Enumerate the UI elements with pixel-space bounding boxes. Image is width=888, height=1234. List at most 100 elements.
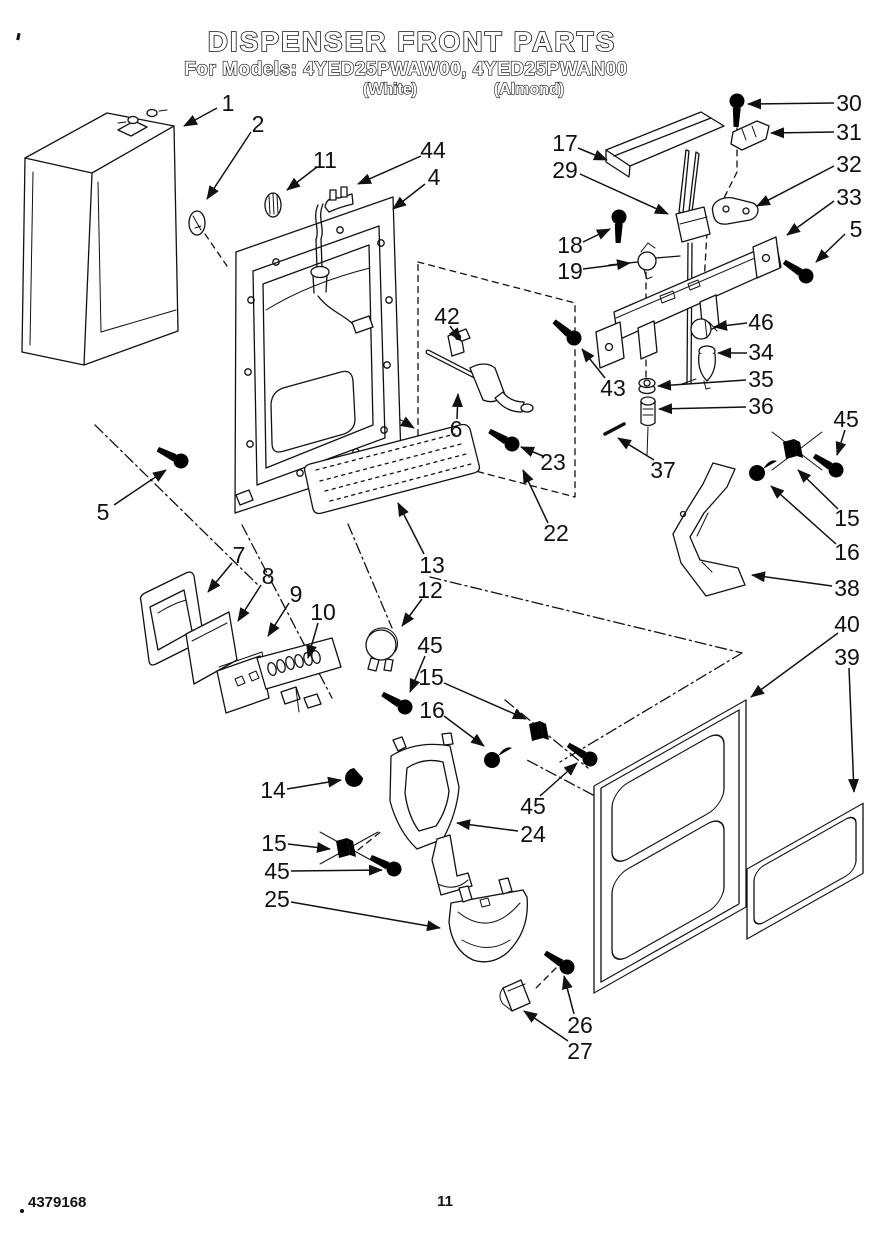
diagram-footer: 4379168 11 bbox=[16, 32, 453, 1213]
callout-number-10: 10 bbox=[310, 599, 336, 625]
part-32-actuator-cam bbox=[711, 197, 759, 225]
callout-number-7: 7 bbox=[233, 542, 246, 568]
part-43-screw bbox=[549, 315, 585, 349]
callout-number-45: 45 bbox=[417, 632, 443, 658]
part-34-bulb bbox=[698, 345, 716, 390]
callout-leader-15 bbox=[797, 469, 839, 510]
callout-leader-25 bbox=[290, 901, 441, 932]
callout-number-13: 13 bbox=[419, 552, 445, 578]
callout-leader-39 bbox=[847, 667, 859, 793]
callout-number-15: 15 bbox=[834, 505, 860, 531]
part-6-actuator-lever bbox=[425, 349, 534, 413]
callout-number-18: 18 bbox=[557, 232, 583, 258]
callout-leader-32 bbox=[756, 165, 835, 207]
callout-number-14: 14 bbox=[260, 777, 286, 803]
part-15-clamp-left bbox=[336, 838, 356, 858]
print-mark-bottom bbox=[20, 1209, 24, 1213]
part-42-bracket bbox=[447, 328, 471, 357]
part-16-spring-right bbox=[749, 460, 777, 481]
finish-almond-label: (Almond) bbox=[494, 81, 564, 98]
part-5-screw-right bbox=[780, 255, 817, 287]
callout-number-16: 16 bbox=[419, 697, 445, 723]
callout-number-43: 43 bbox=[600, 375, 626, 401]
callout-leader-17 bbox=[577, 147, 608, 161]
part-15-clamp-right bbox=[783, 439, 803, 459]
callout-number-44: 44 bbox=[420, 137, 446, 163]
callout-number-12: 12 bbox=[417, 577, 443, 603]
callout-leader-42 bbox=[448, 325, 462, 342]
part-17-support-rail bbox=[605, 111, 725, 178]
callout-number-27: 27 bbox=[567, 1038, 593, 1064]
part-44-tube-clamp bbox=[324, 186, 354, 213]
callout-number-45: 45 bbox=[264, 858, 290, 884]
callout-number-45: 45 bbox=[833, 406, 859, 432]
callout-number-37: 37 bbox=[650, 457, 676, 483]
callout-leader-15 bbox=[287, 842, 331, 853]
page-number: 11 bbox=[437, 1193, 453, 1210]
callout-number-31: 31 bbox=[836, 119, 862, 145]
callout-number-5: 5 bbox=[97, 499, 110, 525]
part-15-clamp-mid bbox=[529, 721, 549, 741]
callout-number-42: 42 bbox=[434, 303, 460, 329]
callout-number-8: 8 bbox=[262, 563, 275, 589]
callout-number-11: 11 bbox=[313, 147, 337, 173]
callout-number-5: 5 bbox=[850, 216, 863, 242]
callout-number-22: 22 bbox=[543, 520, 569, 546]
part-13-drip-grille bbox=[303, 423, 481, 515]
callout-leader-31 bbox=[770, 127, 835, 139]
models-line: For Models: 4YED25PWAW00, 4YED25PWAN00 bbox=[184, 59, 627, 80]
callout-leader-8 bbox=[237, 584, 262, 622]
callout-leader-29 bbox=[579, 173, 669, 215]
callout-leader-7 bbox=[207, 562, 233, 593]
callout-leader-10 bbox=[306, 622, 319, 659]
callout-leader-33 bbox=[786, 200, 835, 236]
callout-leader-35 bbox=[657, 379, 747, 391]
callout-number-36: 36 bbox=[748, 393, 774, 419]
callout-leader-30 bbox=[747, 98, 835, 110]
part-45-screw-top-mid bbox=[564, 738, 601, 770]
callout-number-33: 33 bbox=[836, 184, 862, 210]
callout-leader-19 bbox=[582, 259, 631, 271]
diagram-header: DISPENSER FRONT PARTS For Models: 4YED25… bbox=[184, 25, 628, 98]
callout-number-30: 30 bbox=[836, 90, 862, 116]
part-8-gasket bbox=[185, 611, 238, 685]
callout-leader-27 bbox=[523, 1010, 569, 1042]
callout-leader-45 bbox=[835, 429, 847, 456]
finish-white-label: (White) bbox=[363, 81, 417, 98]
callout-number-6: 6 bbox=[450, 416, 463, 442]
callout-number-2: 2 bbox=[252, 111, 265, 137]
callout-leader-22 bbox=[522, 469, 549, 524]
callout-leader-45 bbox=[539, 762, 578, 797]
callout-number-1: 1 bbox=[222, 90, 235, 116]
part-40-front-panel bbox=[593, 699, 747, 994]
part-26-screw bbox=[541, 946, 578, 978]
part-29-switch-assembly bbox=[675, 149, 711, 385]
callout-leader-18 bbox=[582, 228, 611, 243]
callout-leader-15 bbox=[443, 682, 527, 720]
callout-leader-40 bbox=[750, 632, 839, 698]
callout-number-29: 29 bbox=[552, 157, 578, 183]
callout-leader-9 bbox=[267, 602, 290, 637]
part-5-screw-left bbox=[154, 442, 192, 472]
part-45-screw-mid bbox=[378, 687, 416, 718]
document-number: 4379168 bbox=[28, 1194, 86, 1211]
callout-leader-4 bbox=[392, 183, 426, 210]
callout-number-15: 15 bbox=[418, 664, 444, 690]
callout-leader-11 bbox=[286, 166, 318, 191]
callout-leader-23 bbox=[520, 446, 544, 458]
part-24-lever-shield bbox=[389, 732, 473, 896]
callout-leader-16 bbox=[770, 485, 837, 545]
callout-leader-14 bbox=[286, 776, 342, 790]
callout-number-25: 25 bbox=[264, 886, 290, 912]
part-35-nut bbox=[638, 377, 656, 395]
callout-leader-12 bbox=[401, 598, 423, 627]
callout-number-40: 40 bbox=[834, 611, 860, 637]
part-45-screw-left bbox=[367, 850, 405, 880]
callout-leader-2 bbox=[206, 131, 252, 200]
callout-number-39: 39 bbox=[834, 644, 860, 670]
part-46-clip bbox=[690, 318, 718, 340]
part-25-cup bbox=[448, 877, 529, 963]
part-31-latch bbox=[730, 120, 770, 151]
callout-number-45: 45 bbox=[520, 793, 546, 819]
